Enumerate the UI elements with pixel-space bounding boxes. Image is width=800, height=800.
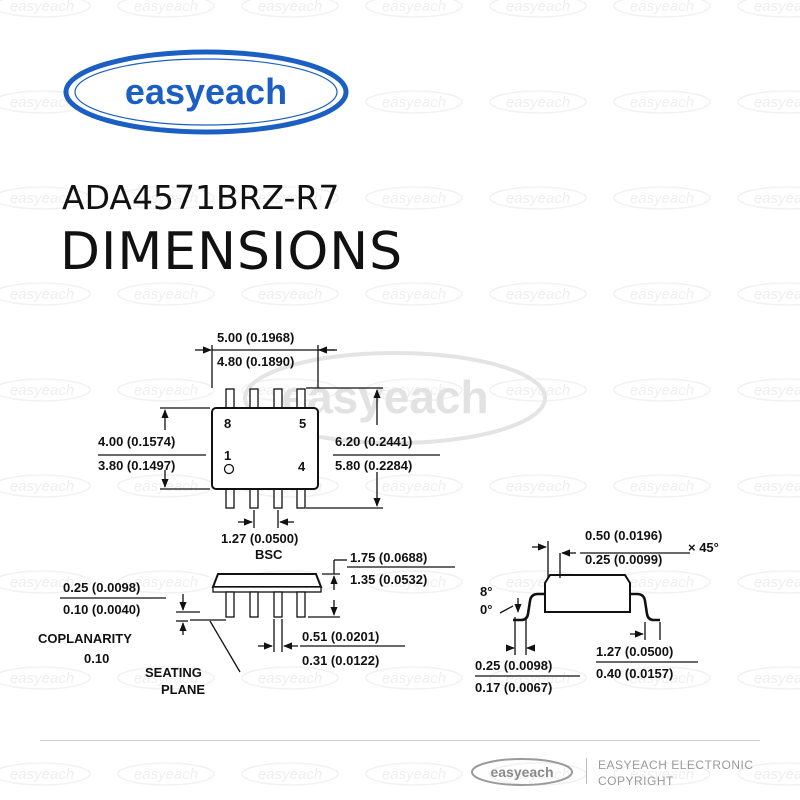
pin-4-label: 4 [298,459,306,474]
end-view [475,541,698,677]
height-max-label: 1.75 (0.0688) [350,550,427,565]
lead-thickness-min-label: 0.17 (0.0067) [475,680,552,695]
pitch-label: 1.27 (0.0500) [221,531,298,546]
chamfer-max-label: 0.50 (0.0196) [585,528,662,543]
height-min-label: 1.35 (0.0532) [350,572,427,587]
chamfer-angle-label: × 45° [688,540,719,555]
plane-label: PLANE [161,682,205,697]
footer-divider [40,740,760,741]
foot-angle-min-label: 0° [480,602,492,617]
total-width-min-label: 5.80 (0.2284) [335,458,412,473]
pin-8-label: 8 [224,416,231,431]
chamfer-min-label: 0.25 (0.0099) [585,552,662,567]
standoff-min-label: 0.10 (0.0040) [63,602,140,617]
foot-length-min-label: 0.40 (0.0157) [596,666,673,681]
footer-logo: easyeach [471,758,573,786]
easyeach-logo: easyeach [63,49,349,135]
lead-width-min-label: 0.31 (0.0122) [302,653,379,668]
coplanarity-value: 0.10 [84,651,109,666]
top-view [98,345,440,528]
body-width-min-label: 3.80 (0.1497) [98,458,175,473]
lead-thickness-max-label: 0.25 (0.0098) [475,658,552,673]
page-title: DIMENSIONS [60,222,404,282]
length-max-label: 5.00 (0.1968) [217,330,294,345]
lead-width-max-label: 0.51 (0.0201) [302,629,379,644]
body-width-max-label: 4.00 (0.1574) [98,434,175,449]
total-width-max-label: 6.20 (0.2441) [335,434,412,449]
length-min-label: 4.80 (0.1890) [217,354,294,369]
pin-1-label: 1 [224,448,231,463]
footer-logo-text: easyeach [490,764,553,780]
footer-separator [586,758,587,784]
pin-5-label: 5 [299,416,306,431]
foot-angle-max-label: 8° [480,584,492,599]
part-number: ADA4571BRZ-R7 [62,178,340,217]
footer-company: EASYEACH ELECTRONIC [598,758,754,772]
pitch-note-label: BSC [255,547,283,562]
footer-copyright: COPYRIGHT [598,774,674,788]
side-view [60,559,455,673]
logo-text: easyeach [125,71,287,112]
seating-label: SEATING [145,665,202,680]
standoff-max-label: 0.25 (0.0098) [63,580,140,595]
coplanarity-label: COPLANARITY [38,631,132,646]
foot-length-max-label: 1.27 (0.0500) [596,644,673,659]
